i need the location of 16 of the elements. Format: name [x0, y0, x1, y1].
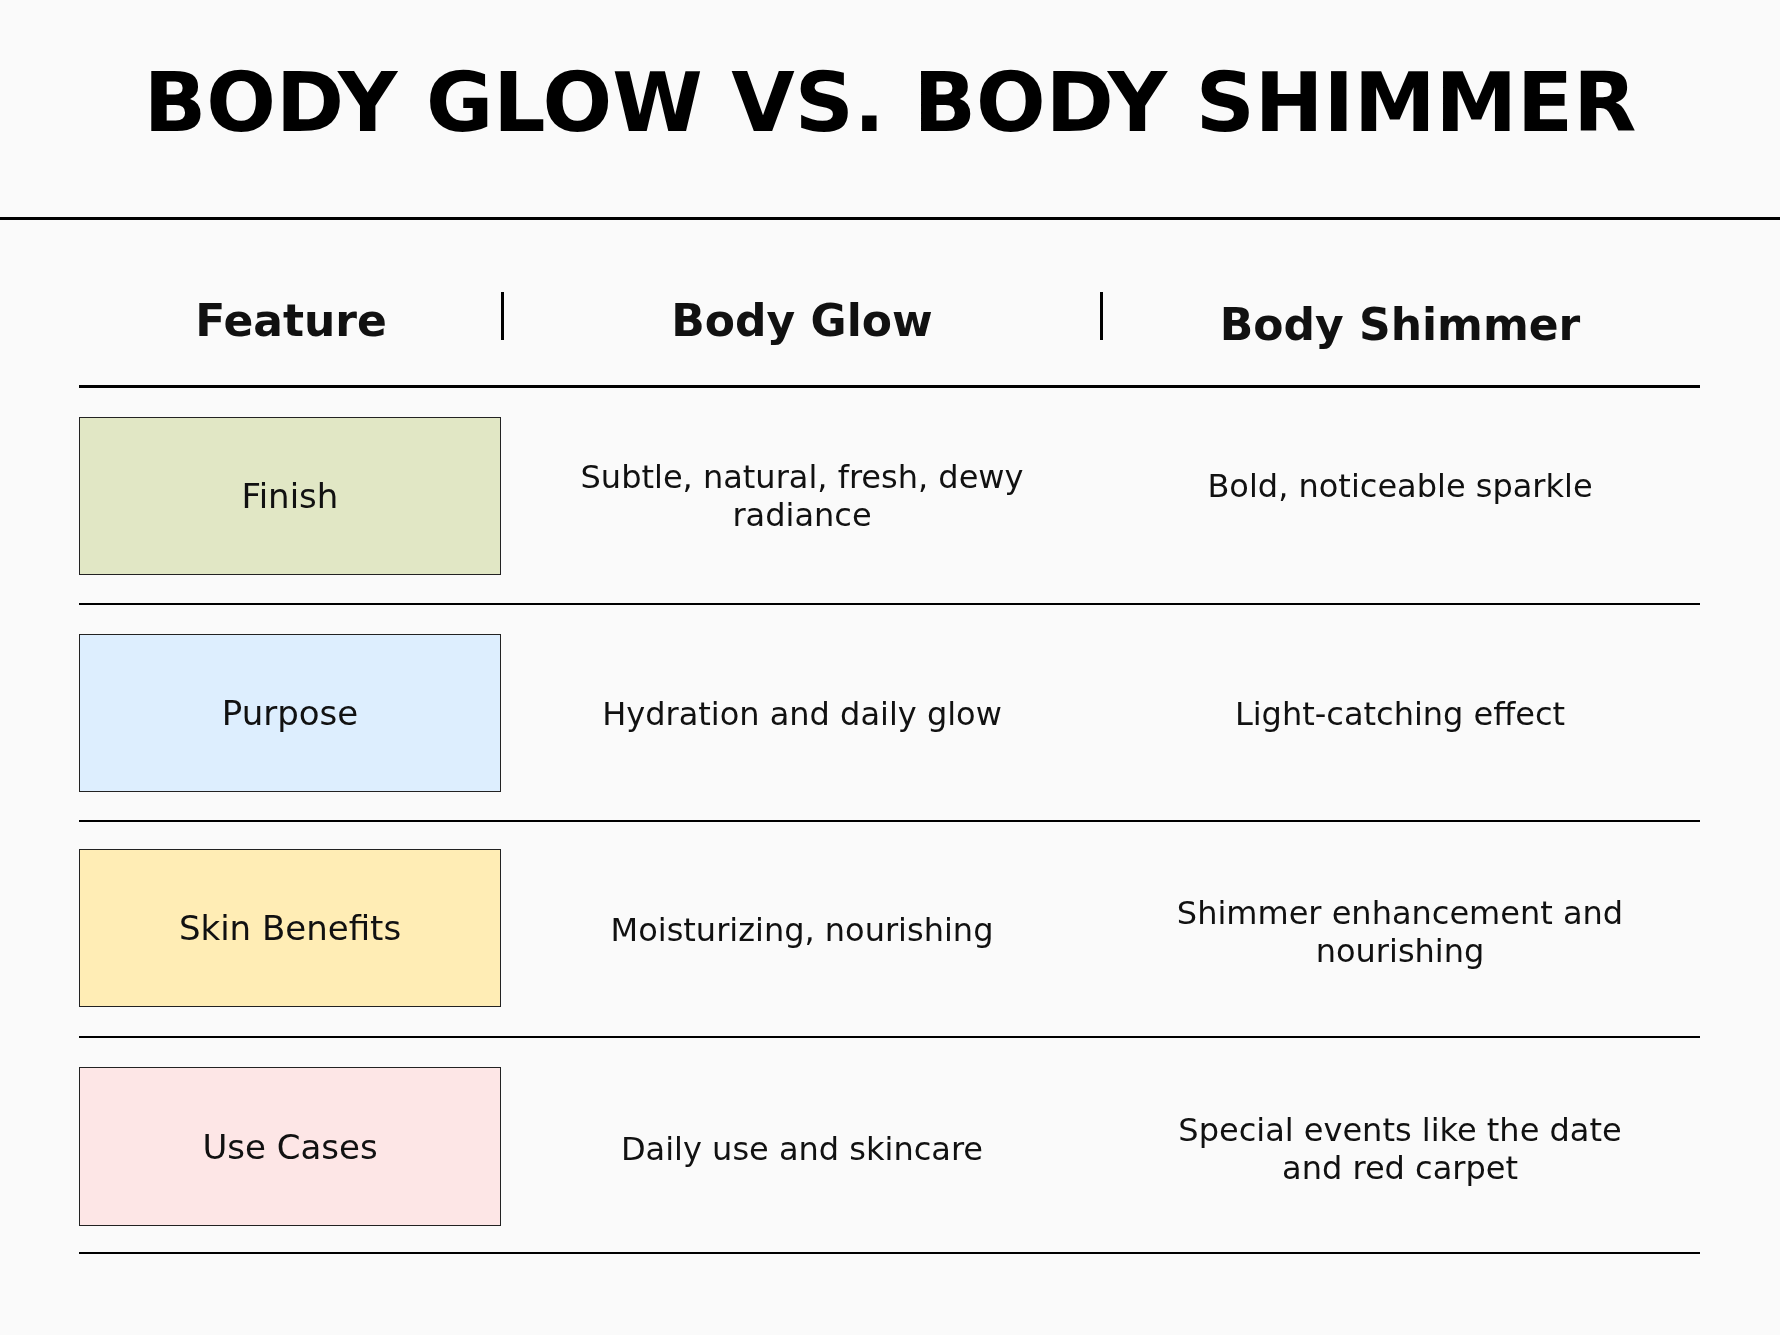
- table-cell-text: Daily use and skincare: [619, 1129, 984, 1169]
- column-header: Feature: [194, 294, 388, 348]
- feature-box: Finish: [79, 417, 501, 575]
- column-header: Body Glow: [670, 294, 934, 348]
- feature-box: Use Cases: [79, 1067, 501, 1226]
- title: BODY GLOW VS. BODY SHIMMER: [143, 55, 1637, 150]
- table-cell-text: Bold, noticeable sparkle: [1206, 466, 1594, 506]
- table-cell-text: Subtle, natural, fresh, dewy radiance: [579, 457, 1025, 535]
- table-cell-text: Light-catching effect: [1233, 694, 1567, 734]
- table-cell-text: Hydration and daily glow: [601, 694, 1003, 734]
- feature-box: Purpose: [79, 634, 501, 792]
- table-cell-text: Moisturizing, nourishing: [609, 910, 995, 950]
- feature-box: Skin Benefits: [79, 849, 501, 1007]
- table-cell-text: Special events like the date and red carpet: [1177, 1110, 1623, 1188]
- column-header: Body Shimmer: [1218, 298, 1582, 352]
- table-cell-text: Shimmer enhancement and nourishing: [1175, 893, 1625, 971]
